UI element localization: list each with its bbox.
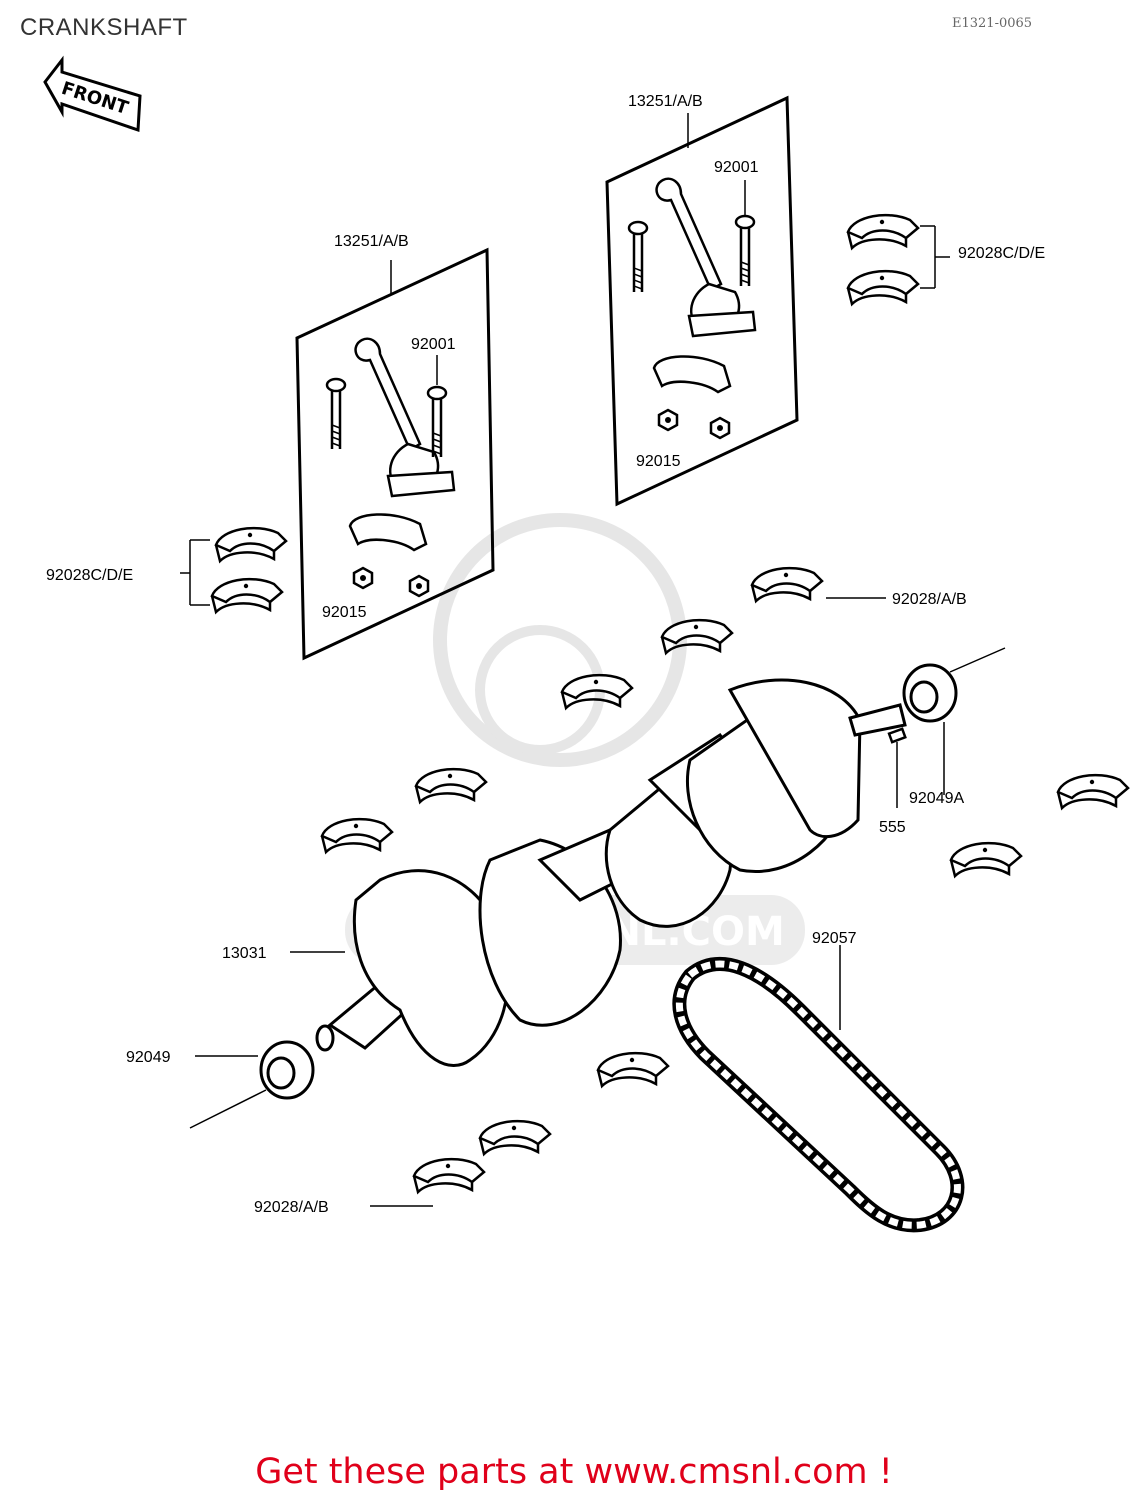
front-arrow: FRONT bbox=[43, 55, 142, 133]
label-bearing-ab-bottom: 92028/A/B bbox=[254, 1199, 329, 1216]
label-bolt-right: 92001 bbox=[714, 159, 759, 176]
cam-chain bbox=[672, 957, 965, 1233]
conrod-set-left bbox=[295, 247, 495, 661]
conrod-set-right bbox=[605, 95, 799, 507]
label-chain: 92057 bbox=[812, 930, 857, 947]
label-conrod-set-right: 13251/A/B bbox=[628, 93, 703, 110]
oil-seal-right bbox=[902, 647, 1006, 723]
leader-lines bbox=[180, 225, 950, 1207]
label-nut-left: 92015 bbox=[322, 604, 367, 621]
crankshaft bbox=[315, 678, 907, 1067]
label-crankshaft: 13031 bbox=[222, 945, 267, 962]
page-title: CRANKSHAFT bbox=[20, 14, 188, 41]
label-oil-seal-left: 92049 bbox=[126, 1049, 171, 1066]
label-conrod-set-left: 13251/A/B bbox=[334, 233, 409, 250]
label-bearing-cde-right: 92028C/D/E bbox=[958, 245, 1045, 262]
label-oil-seal-right: 92049A bbox=[909, 790, 964, 807]
label-bolt-left: 92001 bbox=[411, 336, 456, 353]
key-part bbox=[887, 727, 907, 744]
label-key: 555 bbox=[879, 819, 906, 836]
label-nut-right: 92015 bbox=[636, 453, 681, 470]
footer-link-text[interactable]: Get these parts at www.cmsnl.com ! bbox=[255, 1452, 893, 1492]
diagram-ref-code: E1321-0065 bbox=[952, 16, 1033, 31]
oil-seal-left bbox=[189, 1040, 315, 1129]
label-bearing-ab-top: 92028/A/B bbox=[892, 591, 967, 608]
label-bearing-cde-left: 92028C/D/E bbox=[46, 567, 133, 584]
